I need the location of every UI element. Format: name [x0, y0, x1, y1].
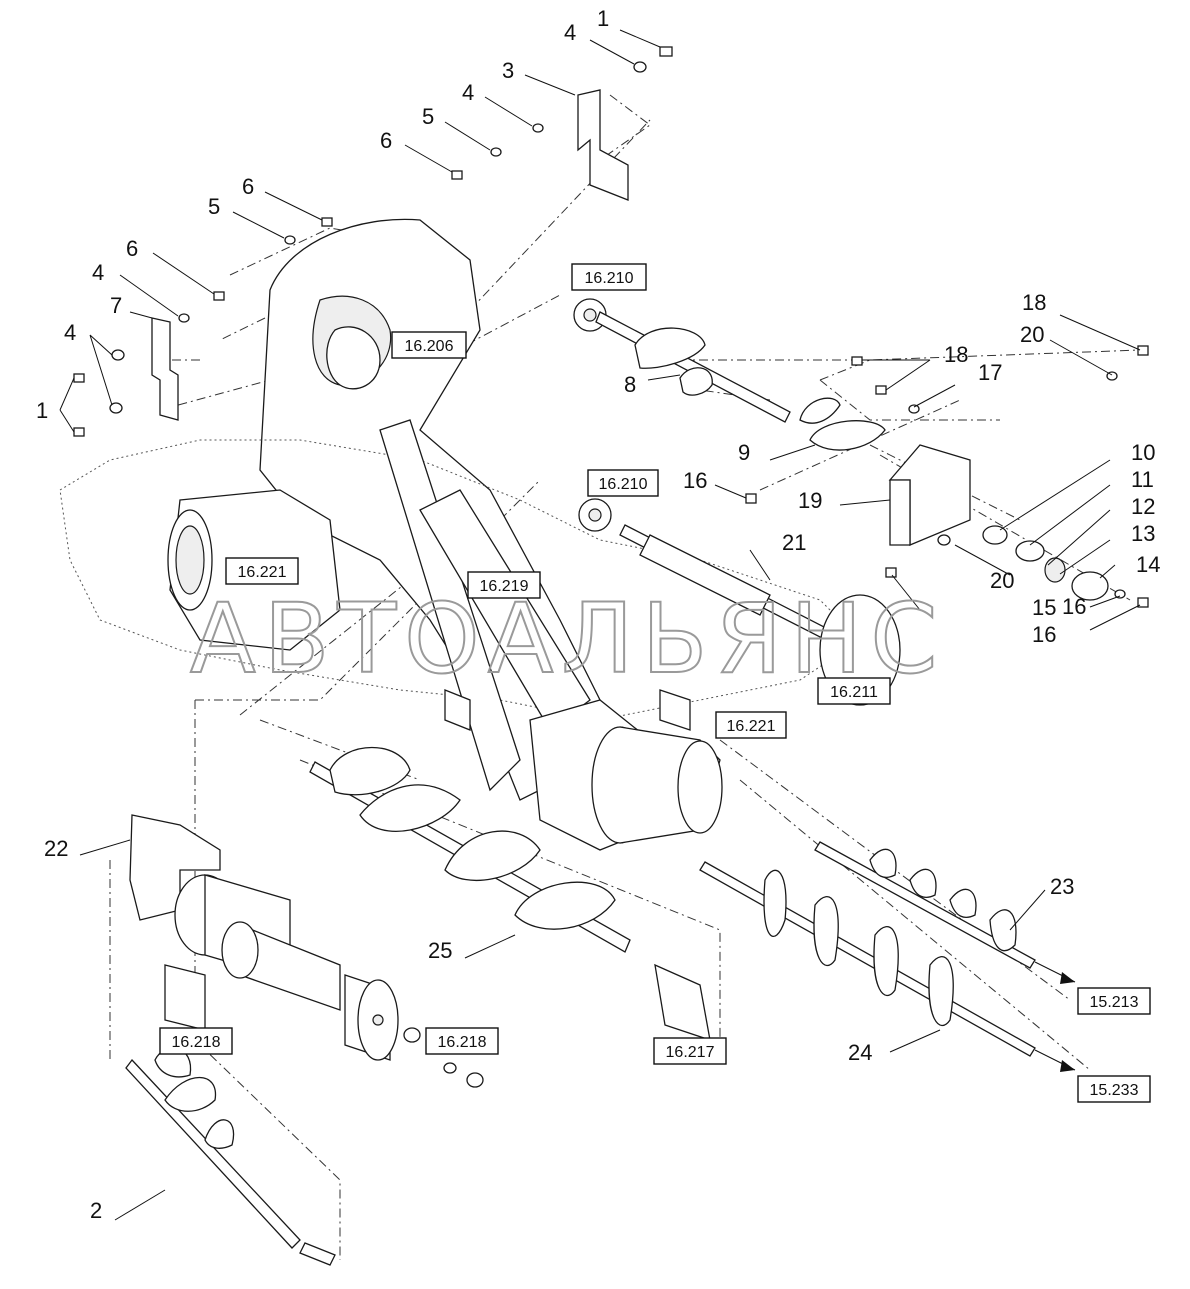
callout-15: 15 [1032, 595, 1056, 620]
reference-box[interactable]: 16.206 [391, 331, 467, 359]
auger-23 [814, 841, 1036, 969]
callout-20: 20 [1020, 322, 1044, 347]
bracket-3 [577, 89, 629, 201]
callout-6: 6 [242, 174, 254, 199]
callout-5: 5 [208, 194, 220, 219]
reference-label: 15.233 [1090, 1082, 1139, 1099]
callout-7: 7 [110, 293, 122, 318]
callout-4: 4 [64, 320, 76, 345]
reference-boxes: 16.210 16.206 16.210 16.221 16.219 16.211 16.2… [159, 263, 1151, 1103]
callout-4: 4 [92, 260, 104, 285]
reference-box-frame [653, 1037, 727, 1065]
reference-box[interactable]: 16.221 [225, 557, 299, 585]
reference-box[interactable]: 16.211 [817, 677, 891, 705]
reference-box-frame [467, 571, 541, 599]
reference-box-frame [225, 557, 299, 585]
auger-25 [309, 747, 631, 953]
reference-label: 15.213 [1090, 994, 1139, 1011]
callout-1: 1 [36, 398, 48, 423]
reference-box[interactable]: 16.218 [159, 1027, 233, 1055]
callout-4: 4 [462, 80, 474, 105]
auger-24 [699, 861, 1036, 1057]
reference-label: 16.206 [405, 338, 454, 355]
callout-4: 4 [564, 20, 576, 45]
reference-box-frame [817, 677, 891, 705]
reference-box-frame [571, 263, 647, 291]
lower-drum-housing [529, 699, 723, 851]
callout-20: 20 [990, 568, 1014, 593]
callout-10: 10 [1131, 440, 1155, 465]
callout-19: 19 [798, 488, 822, 513]
elevator-housing [59, 218, 861, 801]
leader-lines [59, 29, 1141, 1221]
reference-label: 16.221 [238, 564, 287, 581]
watermark: АВТОАЛЬЯНС [190, 583, 945, 695]
reference-label: 16.218 [172, 1034, 221, 1051]
callout-22: 22 [44, 836, 68, 861]
reference-label: 16.219 [480, 578, 529, 595]
callout-23: 23 [1050, 874, 1074, 899]
auger-2 [125, 1047, 336, 1266]
reference-box[interactable]: 16.217 [653, 1037, 727, 1065]
auger-8-assembly [573, 298, 886, 451]
callout-3: 3 [502, 58, 514, 83]
callout-6: 6 [126, 236, 138, 261]
callout-5: 5 [422, 104, 434, 129]
reference-box-frame [1077, 987, 1151, 1015]
bearing-bracket-19 [745, 345, 1149, 608]
reference-box[interactable]: 15.233 [1077, 1075, 1151, 1103]
callout-11: 11 [1131, 467, 1154, 492]
small-brackets [164, 689, 711, 1041]
reference-label: 16.221 [727, 718, 776, 735]
callout-2: 2 [90, 1198, 102, 1223]
reference-label: 16.210 [585, 270, 634, 287]
callout-16: 16 [1062, 594, 1086, 619]
reference-box[interactable]: 15.213 [1077, 987, 1151, 1015]
bracket-7 [151, 317, 179, 421]
reference-label: 16.210 [599, 476, 648, 493]
callout-9: 9 [738, 440, 750, 465]
callout-21: 21 [782, 530, 806, 555]
callout-16: 16 [683, 468, 707, 493]
drum-22 [129, 814, 484, 1088]
callout-numbers: 1434566564741818201817916191011121314201… [36, 6, 1160, 1223]
callout-13: 13 [1131, 521, 1155, 546]
callout-16: 16 [1032, 622, 1056, 647]
reference-box-frame [587, 469, 659, 497]
callout-18: 18 [944, 342, 968, 367]
callout-12: 12 [1131, 494, 1155, 519]
callout-14: 14 [1136, 552, 1160, 577]
hardware-top [73, 46, 673, 437]
reference-box[interactable]: 16.219 [467, 571, 541, 599]
callout-17: 17 [978, 360, 1002, 385]
reference-box[interactable]: 16.218 [425, 1027, 499, 1055]
callout-1: 1 [597, 6, 609, 31]
arrow-heads [1034, 961, 1076, 1072]
callout-6: 6 [380, 128, 392, 153]
callout-18: 18 [1022, 290, 1046, 315]
callout-24: 24 [848, 1040, 872, 1065]
reference-box-frame [1077, 1075, 1151, 1103]
reference-box[interactable]: 16.210 [571, 263, 647, 291]
callout-25: 25 [428, 938, 452, 963]
reference-box-frame [425, 1027, 499, 1055]
reference-box-frame [715, 711, 787, 739]
reference-box-frame [159, 1027, 233, 1055]
reference-box[interactable]: 16.221 [715, 711, 787, 739]
callout-8: 8 [624, 372, 636, 397]
reference-label: 16.211 [830, 684, 878, 701]
reference-label: 16.218 [438, 1034, 487, 1051]
reference-label: 16.217 [666, 1044, 715, 1061]
reference-box[interactable]: 16.210 [587, 469, 659, 497]
reference-box-frame [391, 331, 467, 359]
